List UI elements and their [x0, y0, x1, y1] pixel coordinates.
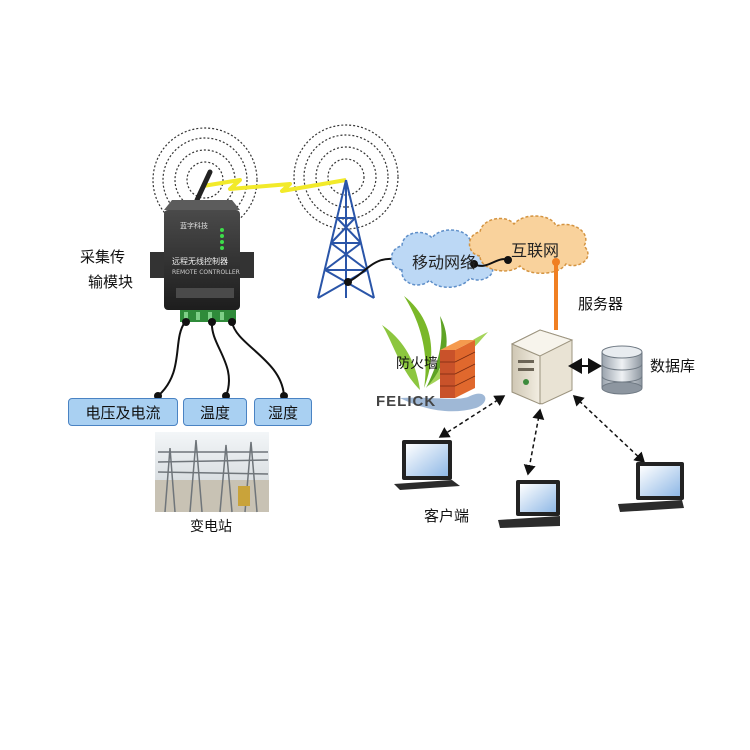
sensor-temperature: 温度 — [183, 398, 247, 426]
server-label: 服务器 — [578, 292, 623, 316]
module-face-subtitle: REMOTE CONTROLLER — [172, 269, 240, 276]
database-label: 数据库 — [650, 354, 695, 378]
module-face-title: 远程无线控制器 — [172, 256, 228, 266]
internet-label: 互联网 — [511, 237, 559, 261]
mobile-network-label: 移动网络 — [412, 249, 476, 273]
client-laptop-3-icon — [618, 462, 684, 512]
clients-label: 客户端 — [424, 504, 469, 528]
database-icon — [602, 346, 642, 394]
client-laptop-1-icon — [394, 440, 460, 490]
module-label-line1: 采集传 — [80, 245, 125, 269]
sensor-humidity: 湿度 — [254, 398, 312, 426]
module-brand: 蓝字科技 — [180, 221, 208, 230]
client-laptop-2-icon — [498, 480, 560, 528]
wireless-link-icon — [203, 180, 346, 191]
sensor-cables — [158, 322, 284, 396]
sensor-voltage-current: 电压及电流 — [68, 398, 178, 426]
server-icon — [512, 330, 572, 404]
firewall-label: 防火墙 — [396, 352, 438, 376]
substation-photo — [155, 432, 269, 512]
felick-brand: FELICK — [376, 393, 436, 410]
substation-label: 变电站 — [190, 515, 232, 539]
module-label-line2: 输模块 — [88, 270, 133, 294]
firewall-icon — [440, 340, 475, 398]
